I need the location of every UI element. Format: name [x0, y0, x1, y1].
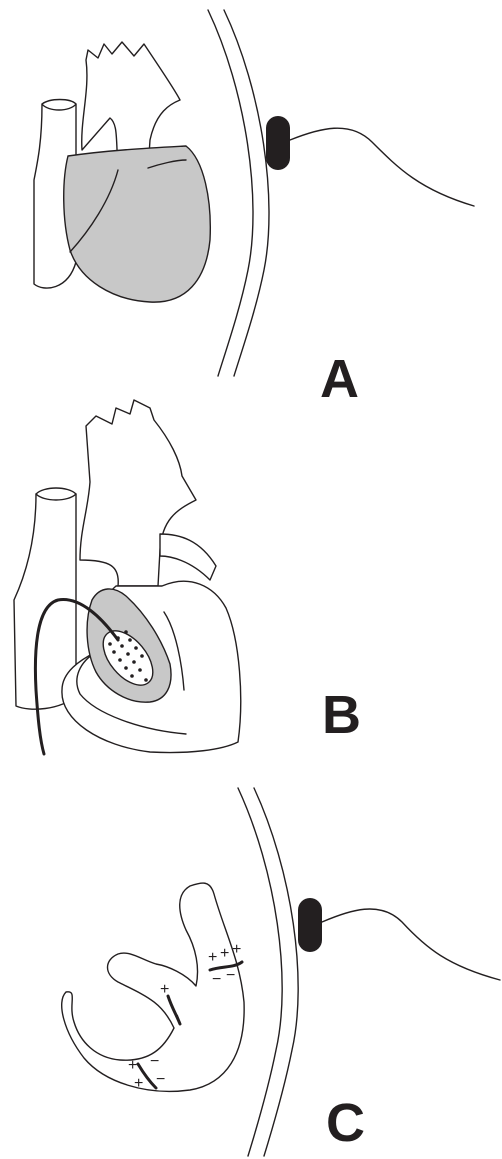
charge-positive: + — [160, 981, 169, 998]
panel-b: B — [0, 390, 502, 770]
chest-wall-outer — [254, 788, 298, 1156]
charge-negative: − — [156, 1071, 165, 1088]
external-pad-electrode — [266, 116, 290, 170]
charge-negative: − — [226, 967, 235, 984]
panel-b-illustration — [0, 390, 502, 770]
panel-c: + − + + + − − + + − − C — [0, 770, 502, 1159]
panel-a: A — [0, 0, 502, 390]
chest-wall-inner — [208, 10, 253, 376]
panel-label-b: B — [322, 688, 361, 742]
heart-ventricles — [64, 146, 211, 302]
charge-negative: − — [150, 1053, 159, 1070]
charge-positive: + — [128, 1057, 137, 1074]
charge-negative: − — [212, 971, 221, 988]
pulmonary-artery — [160, 534, 216, 580]
charge-positive: + — [208, 949, 217, 966]
panel-label-c: C — [326, 1096, 365, 1150]
panel-c-illustration: + − + + + − − + + − − — [0, 770, 502, 1159]
charge-positive: + — [220, 945, 229, 962]
charge-positive: + — [134, 1075, 143, 1092]
panel-a-illustration — [0, 0, 502, 390]
charge-positive: + — [232, 941, 241, 958]
chest-wall-outer — [224, 10, 269, 376]
external-pad-electrode — [298, 898, 322, 952]
pad-electrode-wire — [290, 128, 474, 206]
pad-electrode-wire — [322, 909, 500, 980]
